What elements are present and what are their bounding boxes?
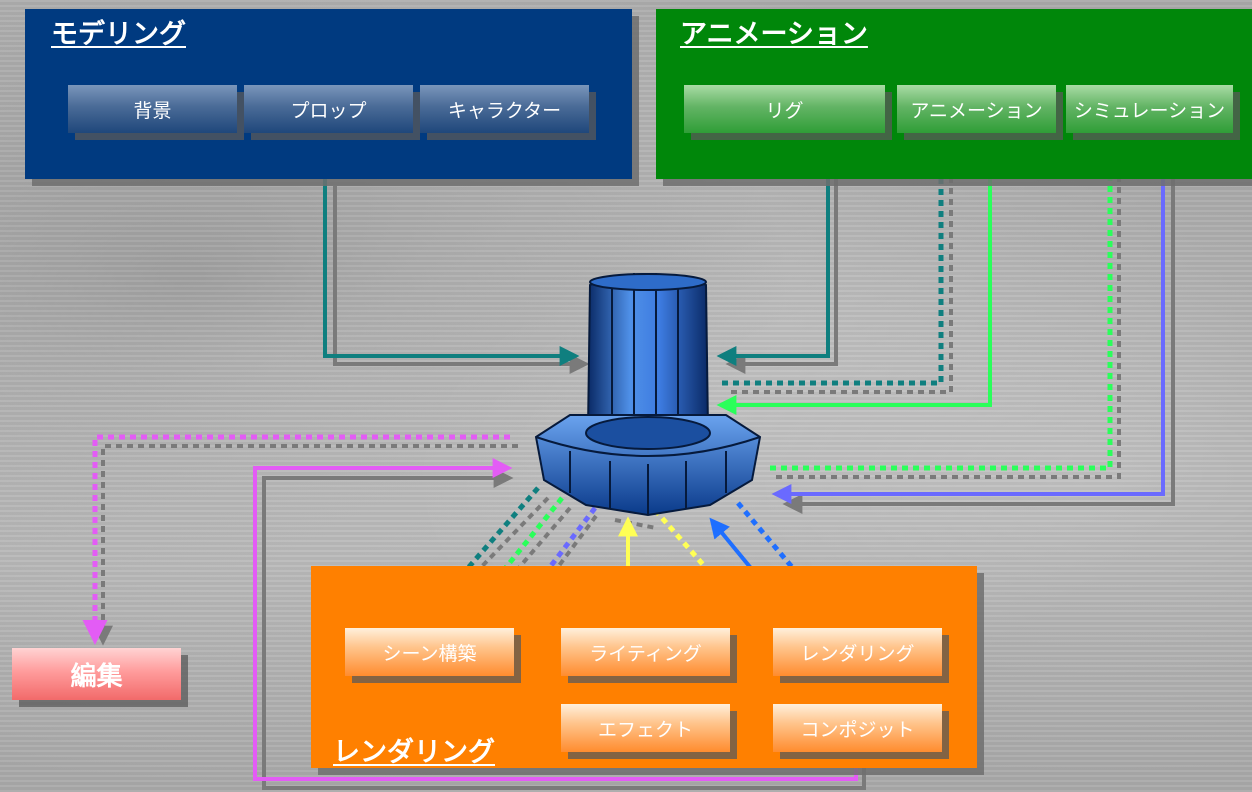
rendering-item-effects[interactable]: エフェクト <box>561 704 730 752</box>
modeling-item-props[interactable]: プロップ <box>244 85 413 133</box>
shadow-rig-to-server <box>725 148 838 374</box>
animation-item-simulation[interactable]: シミュレーション <box>1066 85 1233 133</box>
rendering-item-composite[interactable]: コンポジット <box>773 704 942 752</box>
modeling-item-character[interactable]: キャラクター <box>420 85 589 133</box>
flow-simulation-to-server <box>771 140 1165 504</box>
editing-button[interactable]: 編集 <box>12 648 181 700</box>
shadow-sim-to-server <box>782 148 1175 514</box>
animation-item-rig[interactable]: リグ <box>684 85 885 133</box>
modeling-item-background[interactable]: 背景 <box>68 85 237 133</box>
shadow-sim-dotted <box>776 144 1129 479</box>
flow-server-to-composite <box>736 501 847 632</box>
flow-server-to-rendering <box>653 508 770 641</box>
animation-item-animation[interactable]: アニメーション <box>897 85 1056 133</box>
shadow-edit-dotted <box>93 444 518 646</box>
flow-animation-to-server <box>716 140 992 415</box>
rendering-title: レンダリング <box>333 737 495 768</box>
rendering-item-rendering[interactable]: レンダリング <box>773 628 942 676</box>
shadow-anim-dotted <box>731 144 961 394</box>
rendering-item-lighting[interactable]: ライティング <box>561 628 730 676</box>
flow-server-to-simulation <box>770 134 1123 471</box>
flow-server-to-scene-green <box>461 496 564 623</box>
modeling-title: モデリング <box>51 19 186 50</box>
flow-composite-to-server <box>253 458 858 781</box>
shadow-modeling-to-server <box>333 186 590 374</box>
flow-modeling-to-server <box>323 178 580 366</box>
animation-title: アニメーション <box>680 19 868 50</box>
supercomputer-icon <box>534 273 762 517</box>
rendering-item-scene-build[interactable]: シーン構築 <box>345 628 514 676</box>
flow-server-to-animation <box>722 134 954 386</box>
flow-rig-to-server <box>716 140 830 366</box>
shadow-composite-loop <box>262 468 866 790</box>
